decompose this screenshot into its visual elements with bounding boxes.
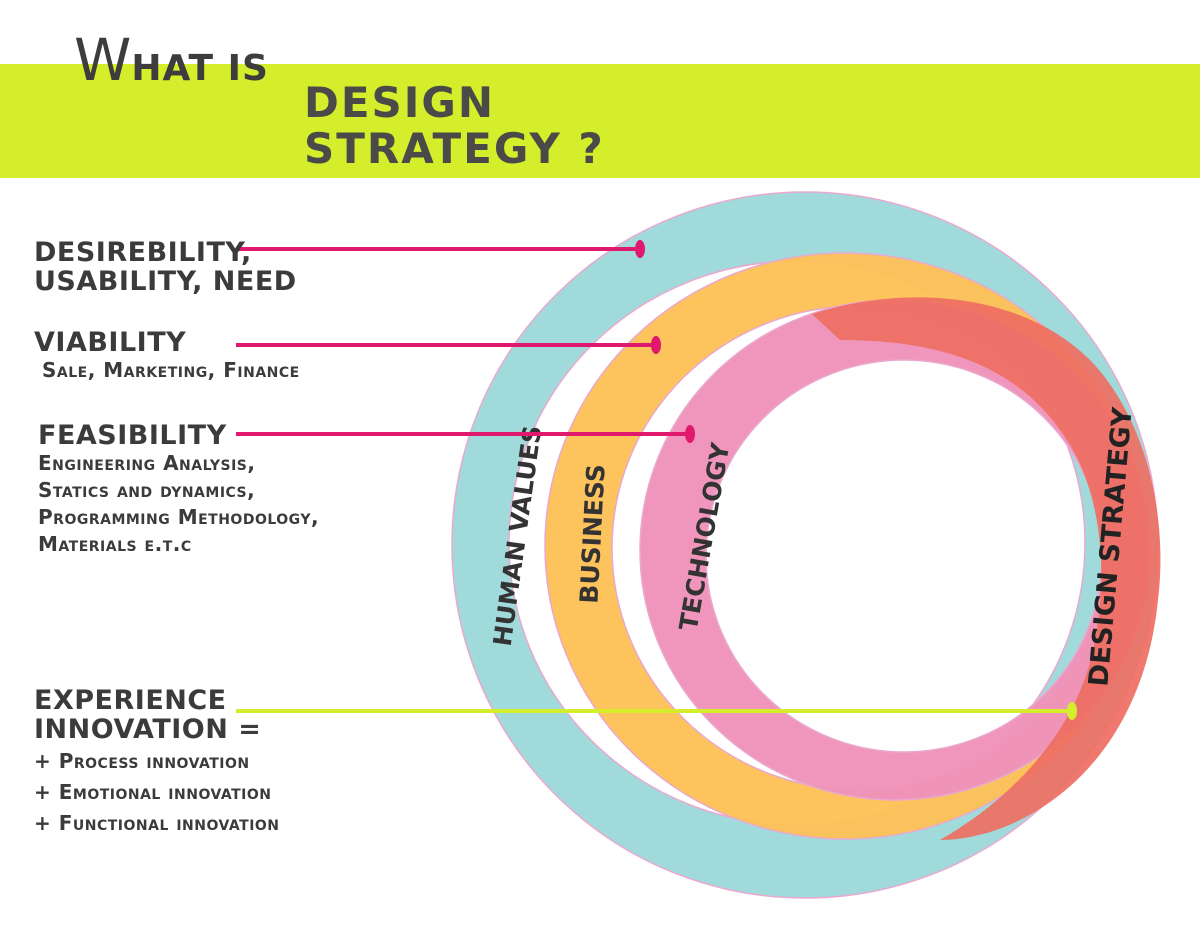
title-line-design: DESIGN <box>304 78 496 127</box>
desirability-heading-line1: DESIREBILITY, <box>34 237 252 268</box>
experience-item-process: + Process innovation <box>34 749 250 773</box>
title-line-strategy: STRATEGY ? <box>304 124 605 173</box>
feasibility-detail-3: Programming Methodology, <box>38 505 320 529</box>
experience-heading-line1: EXPERIENCE <box>34 685 227 716</box>
title-what-is: WHAT IS <box>74 26 269 94</box>
title-design-strategy: DESIGN STRATEGY ? <box>304 80 605 172</box>
feasibility-detail-1: Engineering Analysis, <box>38 451 256 475</box>
viability-heading: VIABILITY <box>34 327 187 358</box>
callout-viability: VIABILITY Sale, Marketing, Finance <box>34 328 300 384</box>
experience-item-functional: + Functional innovation <box>34 811 280 835</box>
pointer-feasibility <box>236 425 695 443</box>
desirability-heading-line2: USABILITY, NEED <box>34 266 297 297</box>
title-banner <box>0 64 1200 178</box>
callout-desirability: DESIREBILITY, USABILITY, NEED <box>34 238 297 296</box>
experience-item-emotional: + Emotional innovation <box>34 780 272 804</box>
pointer-viability <box>236 336 661 354</box>
callout-experience: EXPERIENCE INNOVATION = + Process innova… <box>34 686 280 839</box>
viability-detail: Sale, Marketing, Finance <box>42 358 300 382</box>
experience-heading-line2: INNOVATION = <box>34 714 262 745</box>
pointer-desirability <box>238 240 645 258</box>
ring-design-strategy <box>812 297 1161 841</box>
callout-feasibility: FEASIBILITY Engineering Analysis, Static… <box>38 421 319 558</box>
feasibility-detail-4: Materials e.t.c <box>38 532 192 556</box>
feasibility-heading: FEASIBILITY <box>38 420 227 451</box>
pointer-experience <box>236 702 1077 720</box>
feasibility-detail-2: Statics and dynamics, <box>38 478 256 502</box>
